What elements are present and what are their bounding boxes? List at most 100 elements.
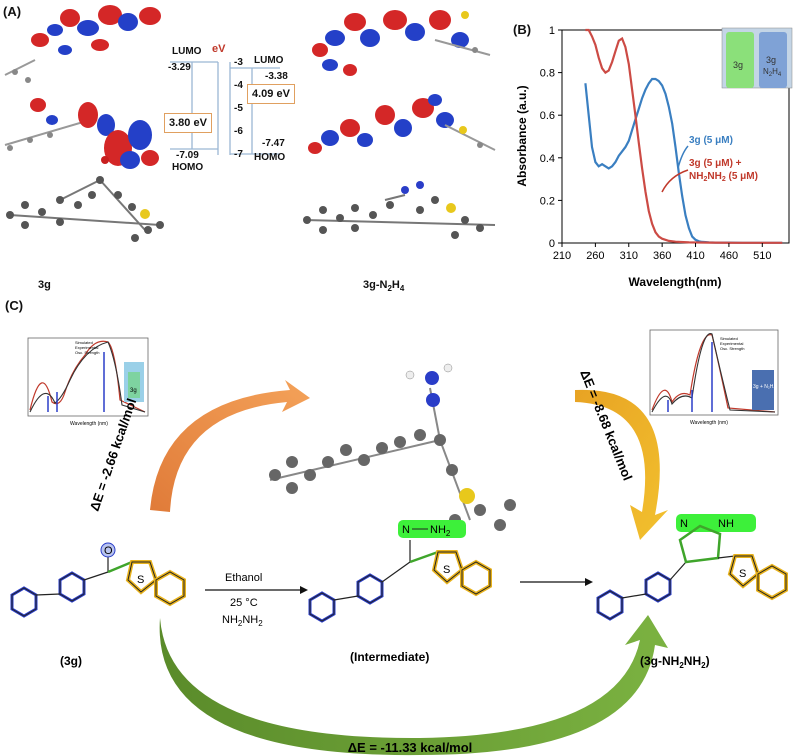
sulfur-3g: S [137, 574, 144, 586]
y-tick-label: 0.4 [540, 153, 555, 165]
y-tick-label: 0.2 [540, 195, 555, 207]
lumo-orbital-3g [4, 5, 161, 83]
panel-b-label: (B) [513, 22, 532, 37]
inset-vial-label-right: 3g + N₂H₄ [753, 384, 775, 390]
reagent-hydrazine: NH2NH2 [222, 614, 263, 628]
sulfur-product: S [739, 568, 746, 580]
legend-red-arrow [661, 169, 689, 193]
chart-x-axis-label: Wavelength(nm) [629, 275, 722, 289]
ev-unit-label: eV [212, 43, 226, 55]
ball-stick-3gn [303, 181, 496, 239]
scale-tick-3: -3 [234, 57, 243, 68]
homo-orbital-3gn [308, 94, 496, 154]
inset-xlabel-right: Wavelength (nm) [690, 420, 728, 426]
legend-red-text-2: NH2NH2 (5 μM) [689, 171, 758, 183]
orbitals-3gn-image [303, 10, 496, 239]
absorbance-chart: 210 260 310 360 410 460 510 0 0.2 0.4 0.6 0.8 1 3g 3… [515, 25, 793, 289]
inset-legend-osc-right: Osc. Strength [720, 346, 744, 351]
reagent-solvent: Ethanol [225, 572, 262, 584]
legend-blue-arrow [677, 145, 689, 169]
ball-stick-3g [6, 156, 164, 242]
compound-label-intermediate: (Intermediate) [350, 650, 429, 664]
gap-3g-box: 3.80 eV [164, 113, 212, 133]
chart-ticks-group: 210 260 310 360 410 460 510 0 0.2 0.4 0.6 0.8 1 [540, 25, 772, 262]
sulfur-intermediate: S [443, 564, 450, 576]
energy-level-diagram [170, 61, 280, 155]
x-tick-label: 260 [586, 250, 604, 262]
vial-3g [726, 32, 754, 88]
homo-right-label: HOMO [254, 152, 286, 163]
inset-legend-simulated-right: Simulated [720, 336, 738, 341]
x-tick-label: 410 [686, 250, 704, 262]
homo-3g-value: -7.09 [176, 150, 199, 161]
legend-blue-text: 3g (5 μM) [689, 135, 733, 146]
gap-3gn-box: 4.09 eV [247, 84, 295, 104]
reaction-scheme: 3g Simulated Experimental Osc. Strength … [10, 329, 788, 756]
product-n-ring: N [680, 518, 688, 530]
x-tick-label: 310 [620, 250, 638, 262]
orbitals-3g-image [4, 5, 164, 242]
energy-bottom-label: ΔE = -11.33 kcal/mol [348, 740, 473, 755]
inset-xlabel-left: Wavelength (nm) [70, 421, 108, 427]
label-3g-panel-a: 3g [38, 279, 51, 291]
arrow-intermediate-to-product [575, 389, 668, 540]
reagent-temp: 25 °C [230, 597, 258, 609]
scale-tick-4: -4 [234, 80, 243, 91]
panel-a-label: (A) [3, 4, 22, 19]
series-line-blue [584, 77, 783, 244]
vial-3g-n2h4 [759, 32, 787, 88]
chart-series-group [584, 28, 783, 244]
scale-tick-7: -7 [234, 149, 243, 160]
vial-right-label-top: 3g [766, 55, 776, 65]
intermediate-n1: N [402, 524, 410, 536]
vial-inset: 3g 3g N2H4 [721, 27, 793, 89]
homo-3gn-value: -7.47 [262, 138, 285, 149]
arrow-3g-to-product [159, 615, 668, 756]
y-tick-label: 0.8 [540, 68, 555, 80]
x-tick-label: 360 [653, 250, 671, 262]
inset-spectrum-3g: 3g Simulated Experimental Osc. Strength … [27, 337, 149, 427]
intermediate-3d-structure [269, 363, 516, 531]
compound-label-product: (3g-NH2NH2) [640, 654, 710, 670]
series-line-red [585, 28, 783, 244]
x-tick-label: 210 [553, 250, 571, 262]
arrow-3g-to-intermediate [150, 380, 310, 512]
inset-legend-osc-left: Osc. Strength [75, 350, 99, 355]
lumo-3gn-value: -3.38 [265, 71, 288, 82]
carbonyl-o-3g: O [104, 545, 113, 557]
x-tick-label: 460 [720, 250, 738, 262]
vial-left-label: 3g [733, 60, 743, 70]
structure-3g: O S [10, 542, 186, 618]
scale-tick-5: -5 [234, 103, 243, 114]
inset-spectrum-product: 3g + N₂H₄ Simulated Experimental Osc. St… [649, 329, 779, 426]
inset-vial-product [752, 370, 774, 410]
label-3gn-panel-a: 3g-N2H4 [363, 279, 405, 294]
y-tick-label: 0.6 [540, 110, 555, 122]
chart-y-axis-label: Absorbance (a.u.) [515, 85, 529, 186]
intermediate-nh2: NH2 [430, 524, 451, 538]
inset-vial-label-left: 3g [130, 388, 137, 394]
inset-legend-simulated-left: Simulated [75, 340, 93, 345]
homo-left-label: HOMO [172, 162, 204, 173]
x-tick-label: 510 [753, 250, 771, 262]
lumo-orbital-3gn [312, 10, 491, 76]
energy-right-label: ΔE = -8.68 kcal/mol [577, 368, 635, 483]
structure-intermediate: N NH2 S [308, 520, 492, 623]
product-pyrazoline-highlight [676, 514, 756, 532]
homo-orbital-3g [4, 98, 159, 169]
inset-legend-experimental-right: Experimental [720, 341, 743, 346]
product-nh-ring: NH [718, 518, 734, 530]
compound-label-3g: (3g) [60, 654, 82, 668]
vial-right-label-bottom: N2H4 [763, 67, 782, 78]
scale-tick-6: -6 [234, 126, 243, 137]
intermediate-hydrazone-highlight [398, 520, 466, 538]
inset-legend-experimental-left: Experimental [75, 345, 98, 350]
lumo-left-label: LUMO [172, 46, 202, 57]
y-tick-label: 1 [549, 25, 555, 37]
lumo-3g-value: -3.29 [168, 62, 191, 73]
legend-red-text-1: 3g (5 μM) + [689, 158, 742, 169]
y-tick-label: 0 [549, 238, 555, 250]
panel-c-label: (C) [5, 298, 24, 313]
lumo-right-label: LUMO [254, 55, 284, 66]
structure-product: N NH S [596, 514, 788, 621]
